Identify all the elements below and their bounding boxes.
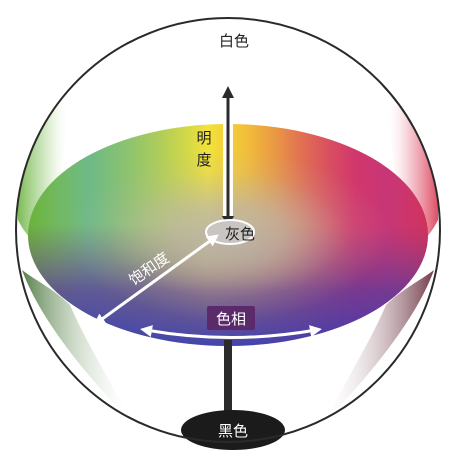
axis-lower-pole: [224, 340, 232, 415]
gray-label: 灰色: [225, 225, 255, 243]
black-label: 黑色: [218, 422, 248, 440]
hue-label-bg: [207, 306, 255, 330]
saturation-arrow-icon: [93, 234, 219, 326]
sphere-outline: [15, 17, 441, 443]
lightness-label-char-2: 度: [196, 151, 211, 169]
lightness-label-char-1: 明: [196, 129, 211, 147]
hue-label: 色相: [216, 310, 246, 328]
lower-left-panel: [22, 270, 130, 420]
hue-arrow-icon: [140, 325, 322, 339]
lower-right-panel: [326, 270, 434, 420]
white-label: 白色: [219, 32, 249, 50]
